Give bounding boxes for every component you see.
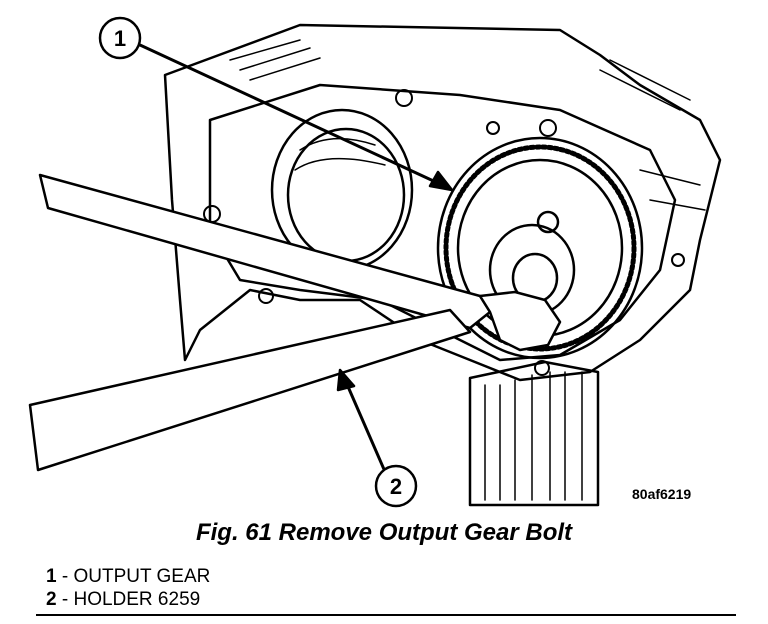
callout-1-circle xyxy=(98,16,142,60)
callout-2-leader xyxy=(344,380,388,476)
legend-item: 1 - OUTPUT GEAR xyxy=(46,565,210,588)
gear-retainer xyxy=(536,210,560,234)
output-gear-ring xyxy=(436,136,644,360)
legend-number: 2 xyxy=(46,589,57,610)
case-flange xyxy=(208,83,677,362)
bottom-rule xyxy=(36,614,736,616)
output-gear-teeth xyxy=(443,144,637,352)
holder-tool-jaw xyxy=(478,290,562,352)
callout-1-number: 1 xyxy=(114,26,126,51)
callout-1-arrowhead xyxy=(428,170,454,192)
case-bore-inner xyxy=(286,127,406,263)
holder-tool-arm-lower xyxy=(28,308,472,472)
housing-ribs xyxy=(229,39,706,211)
wood-block xyxy=(468,360,600,507)
callout-2-arrowhead xyxy=(336,368,356,392)
holder-tool-arm-upper xyxy=(38,173,492,330)
figure-id: 80af6219 xyxy=(632,486,692,502)
flange-bolt-holes xyxy=(203,89,685,376)
callout-2-circle xyxy=(374,464,418,508)
callout-2-number: 2 xyxy=(390,474,402,499)
callout-legend: 1 - OUTPUT GEAR 2 - HOLDER 6259 xyxy=(46,565,210,611)
case-housing-outline xyxy=(163,23,722,382)
legend-separator: - xyxy=(56,589,74,610)
figure-caption: Fig. 61 Remove Output Gear Bolt xyxy=(195,519,573,546)
legend-separator: - xyxy=(56,566,74,587)
legend-label: OUTPUT GEAR xyxy=(73,566,211,587)
callout-1-leader xyxy=(138,43,442,186)
bore-shading xyxy=(294,137,386,171)
legend-number: 1 xyxy=(46,566,57,587)
wood-grain xyxy=(484,371,583,501)
service-manual-illustration: 1 2 xyxy=(28,16,722,508)
legend-label: HOLDER 6259 xyxy=(73,589,201,610)
legend-item: 2 - HOLDER 6259 xyxy=(46,588,210,611)
